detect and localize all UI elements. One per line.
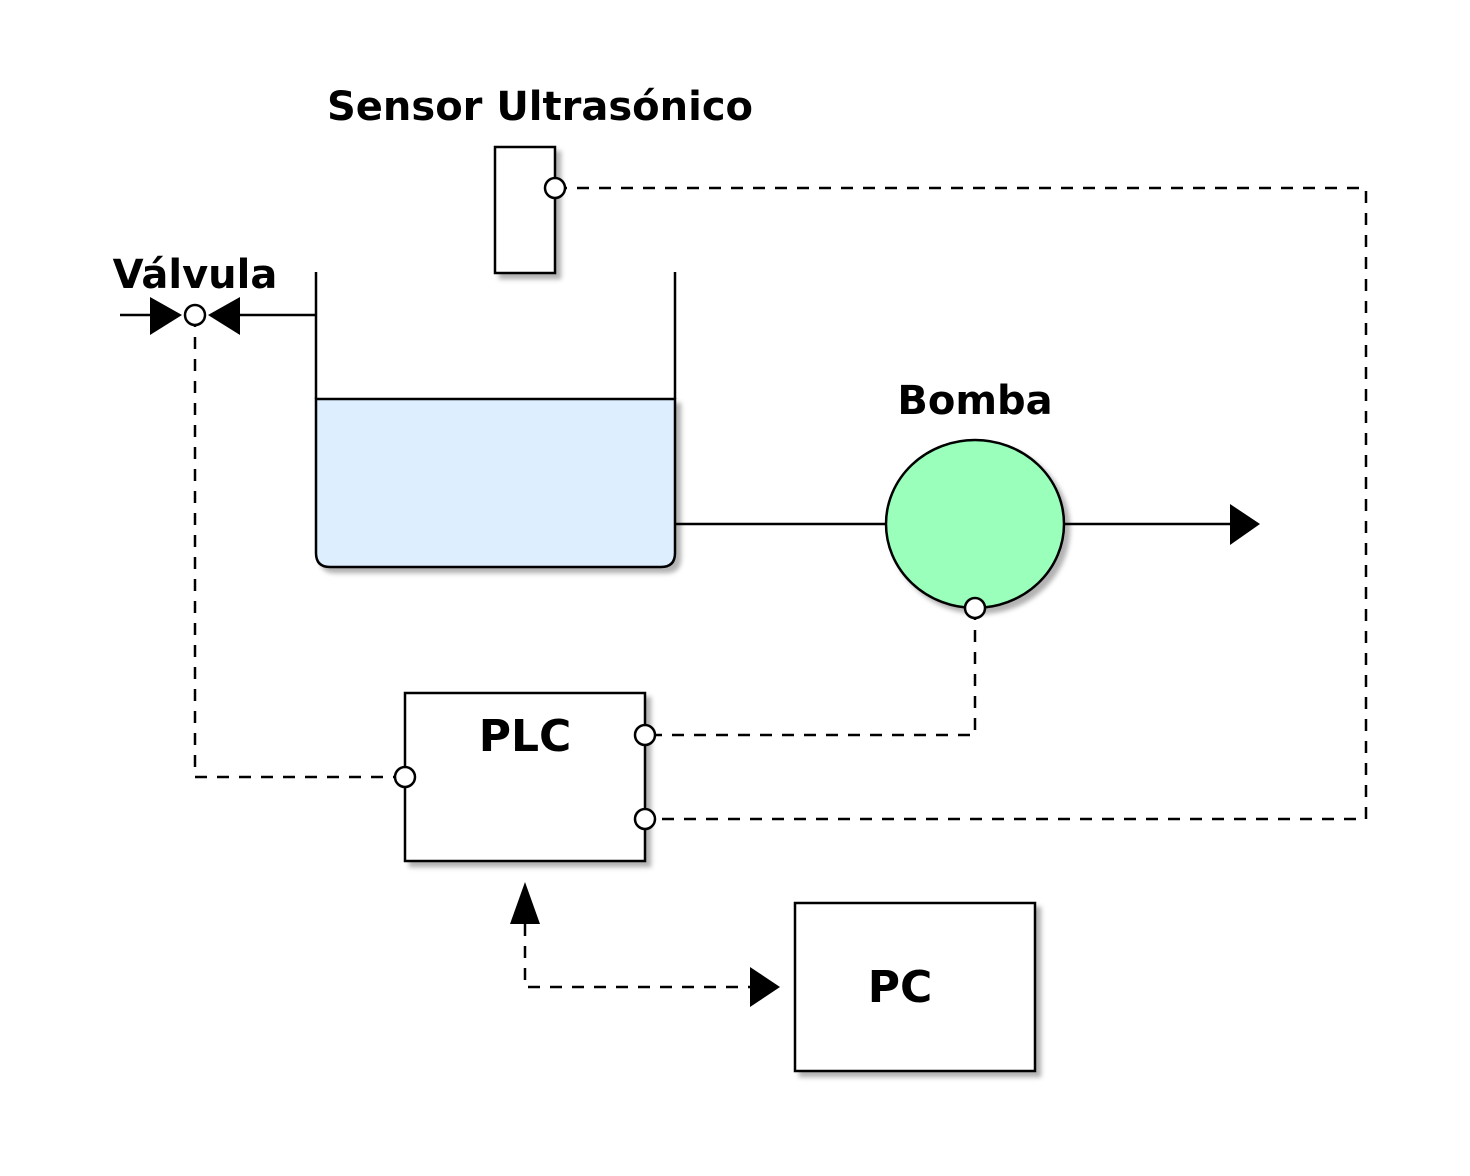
- sensor-port: [543, 176, 567, 200]
- signal-pump-to-plc: [645, 608, 977, 737]
- plc-box: [403, 691, 647, 863]
- plc-port-pump: [633, 723, 657, 747]
- valve-triangle-left: [150, 297, 182, 335]
- arrow-to-pc: [750, 967, 780, 1007]
- arrow-to-plc: [510, 882, 540, 924]
- outlet-arrow: [1230, 504, 1260, 545]
- pump-port: [963, 596, 987, 620]
- signal-valve-to-plc: [193, 315, 405, 779]
- plc-port-valve: [393, 765, 417, 789]
- signal-sensor-to-plc: [555, 186, 1368, 821]
- pc-box: [793, 901, 1037, 1073]
- tank-water: [314, 397, 677, 569]
- valve-label: Válvula: [113, 252, 278, 298]
- plc-port-sensor: [633, 807, 657, 831]
- pc-label: PC: [868, 962, 933, 1013]
- valve-port: [183, 303, 207, 327]
- pump-label: Bomba: [897, 378, 1052, 424]
- signal-plc-to-pc: [523, 924, 752, 989]
- valve-triangle-right: [208, 297, 240, 335]
- ultrasonic-sensor: [493, 145, 557, 275]
- sensor-label: Sensor Ultrasónico: [327, 84, 753, 130]
- pump: [884, 438, 1066, 610]
- plc-label: PLC: [479, 711, 572, 762]
